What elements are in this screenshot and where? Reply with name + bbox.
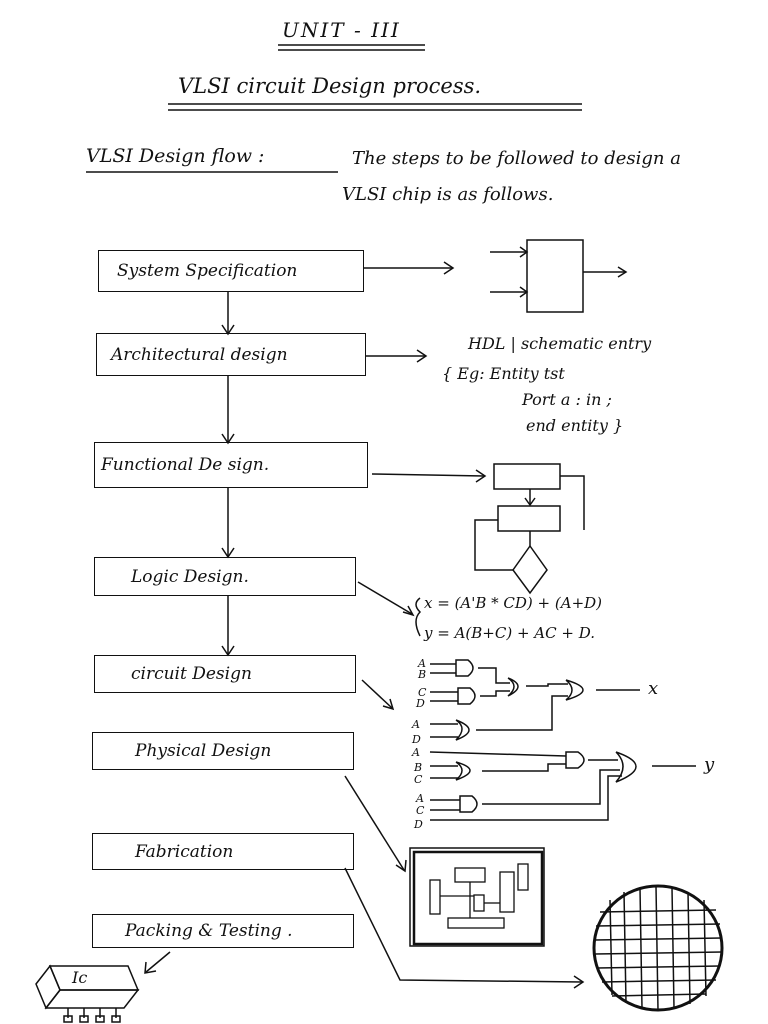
step-logic-design: Logic Design.	[94, 557, 356, 596]
equation-x: x = (A'B * CD) + (A+D)	[424, 594, 603, 612]
step-architectural-design: Architectural design	[96, 333, 366, 376]
step-system-specification: System Specification	[98, 250, 364, 292]
flowchart-block-2	[497, 505, 561, 532]
step-circuit-design: circuit Design	[94, 655, 356, 693]
gate-input-label: A	[412, 746, 420, 759]
gate-input-label: D	[414, 818, 423, 831]
arrow-func-flowchart	[371, 473, 485, 477]
step-packing-testing: Packing & Testing .	[92, 914, 354, 948]
design-flow-label: VLSI Design flow :	[86, 145, 265, 167]
flow-arrowhead-1	[221, 324, 235, 336]
gate-input-label: B	[418, 668, 427, 681]
arrow-packing-ic	[145, 951, 171, 973]
gate-input-label: B	[414, 761, 423, 774]
page-title: VLSI circuit Design process.	[178, 74, 482, 98]
unit-heading: UNIT - III	[282, 18, 401, 42]
wafer-sketch	[592, 884, 724, 1012]
arrow-physical-layout	[344, 775, 405, 871]
gate-input-label: C	[416, 804, 425, 817]
hdl-example-line-3: end entity }	[526, 416, 624, 435]
gate-output-x: x	[648, 678, 659, 699]
arrow-circuit-gates	[361, 679, 393, 709]
chip-layout-sketch	[409, 847, 545, 947]
chip-layout-cells	[429, 863, 529, 929]
ic-chip-label: Ic	[72, 968, 88, 987]
gate-input-label: A	[412, 718, 420, 731]
gate-input-label: D	[412, 733, 421, 746]
flowchart-decision	[512, 544, 548, 595]
hdl-example-line-2: Port a : in ;	[522, 390, 612, 409]
flow-arrowhead-2	[221, 433, 235, 445]
arrow-fab-wafer	[344, 867, 583, 983]
step-physical-design: Physical Design	[92, 732, 354, 770]
gate-input-label: C	[418, 686, 427, 699]
intro-line-2: VLSI chip is as follows.	[342, 184, 554, 205]
arrow-logic-eq	[357, 581, 413, 615]
hdl-entry-label: HDL | schematic entry	[468, 334, 652, 353]
gate-network-y	[429, 751, 696, 821]
gate-input-label: C	[414, 773, 423, 786]
gate-input-label: A	[416, 792, 424, 805]
gate-input-label: D	[416, 697, 425, 710]
gate-input-label: A	[418, 657, 426, 670]
step-fabrication: Fabrication	[92, 833, 354, 870]
spec-block-sketch	[526, 239, 584, 313]
ic-chip-sketch	[35, 964, 140, 1023]
flowchart-block-1	[493, 463, 561, 490]
step-functional-design: Functional De sign.	[94, 442, 368, 488]
hdl-example-line-1: { Eg: Entity tst	[442, 364, 565, 383]
intro-line-1: The steps to be followed to design a	[352, 148, 681, 169]
gate-network-x	[430, 659, 640, 741]
equation-y: y = A(B+C) + AC + D.	[424, 624, 595, 642]
gate-output-y: y	[704, 754, 715, 775]
